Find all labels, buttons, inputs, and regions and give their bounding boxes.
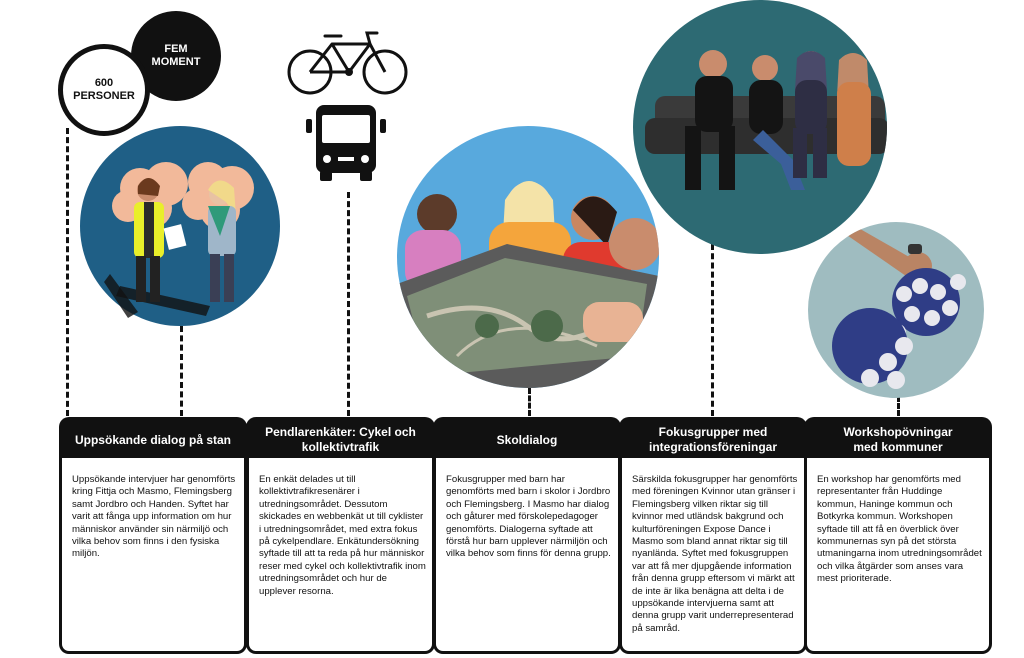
section-text-focus-groups: Särskilda fokusgrupper har genomförts me… <box>632 474 798 634</box>
section-card-focus-groups: Särskilda fokusgrupper har genomförts me… <box>619 458 807 654</box>
workshop-illustration <box>808 222 984 398</box>
connector-5 <box>897 396 900 416</box>
section-header-commuter-survey: Pendlarenkäter: Cykel och kollektivtrafi… <box>246 417 435 463</box>
section-text-street-dialog: Uppsökande intervjuer har genomförts kri… <box>72 474 236 560</box>
section-card-street-dialog: Uppsökande intervjuer har genomförts kri… <box>59 458 247 654</box>
school-dialog-illustration <box>397 126 659 388</box>
persons-badge: 600 PERSONER <box>58 44 150 136</box>
section-header-school-dialog: Skoldialog <box>433 417 621 463</box>
connector-1a <box>66 128 69 416</box>
section-header-focus-groups: Fokusgrupper med integrationsföreningar <box>619 417 807 463</box>
focus-group-illustration <box>633 0 887 254</box>
section-card-school-dialog: Fokusgrupper med barn har genomförts med… <box>433 458 621 654</box>
bus-icon <box>306 105 386 181</box>
bicycle-icon <box>287 31 408 95</box>
section-card-workshop: En workshop har genomförts med represent… <box>804 458 992 654</box>
connector-4 <box>711 244 714 416</box>
section-text-school-dialog: Fokusgrupper med barn har genomförts med… <box>446 474 611 560</box>
street-dialog-illustration <box>80 126 280 326</box>
connector-2 <box>347 192 350 416</box>
connector-1b <box>180 326 183 416</box>
section-header-street-dialog: Uppsökande dialog på stan <box>59 417 247 463</box>
section-card-commuter-survey: En enkät delades ut till kollektivtrafik… <box>246 458 435 654</box>
section-header-workshop: Workshopövningar med kommuner <box>804 417 992 463</box>
section-text-commuter-survey: En enkät delades ut till kollektivtrafik… <box>259 474 426 597</box>
section-text-workshop: En workshop har genomförts med represent… <box>817 474 982 585</box>
connector-3 <box>528 388 531 416</box>
